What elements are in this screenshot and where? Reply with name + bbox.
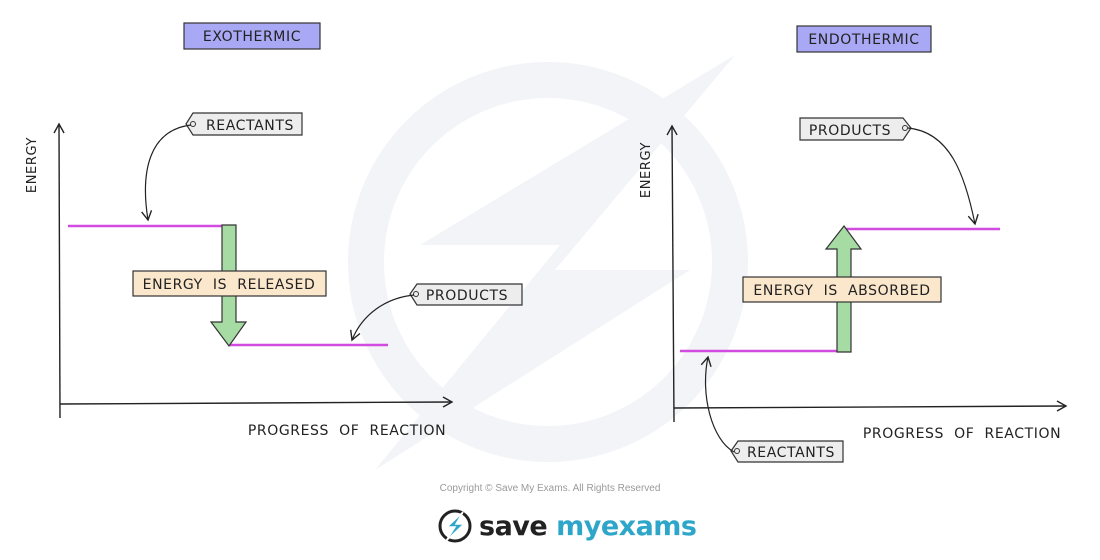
lightning-bolt-logo-icon <box>438 509 472 543</box>
endothermic-title-box <box>796 25 932 53</box>
exothermic-title-box <box>183 22 321 50</box>
brand-wordmark: save myexams <box>479 511 697 542</box>
endothermic-x-axis <box>673 400 1068 412</box>
endothermic-x-axis-label: PROGRESS OF REACTION <box>863 426 1061 442</box>
exothermic-products-label: PRODUCTS <box>426 288 508 304</box>
endothermic-title: ENDOTHERMIC <box>808 32 919 48</box>
brand-part-save: save <box>479 510 548 542</box>
exothermic-x-axis <box>59 396 454 408</box>
endothermic-products-pointer <box>907 127 979 226</box>
exothermic-diagram: EXOTHERMIC ENERGY PROGRESS OF REACTION E… <box>25 22 523 439</box>
endothermic-diagram: ENDOTHERMIC ENERGY PROGRESS OF REACTION … <box>639 25 1068 463</box>
brand-part-exams: exams <box>600 510 697 542</box>
exothermic-products-pointer <box>350 294 415 342</box>
watermark-icon <box>348 55 748 470</box>
endothermic-energy-box <box>742 276 942 303</box>
endothermic-y-axis-label: ENERGY <box>639 142 654 198</box>
exothermic-y-axis-label: ENERGY <box>25 137 40 193</box>
exothermic-energy-box <box>132 270 327 297</box>
exothermic-y-axis <box>53 122 65 419</box>
exothermic-reactants-pointer <box>141 124 192 222</box>
exothermic-energy-text: ENERGY IS RELEASED <box>143 277 316 293</box>
exothermic-reactants-tag <box>185 112 303 136</box>
endothermic-reactants-tag <box>730 440 844 463</box>
copyright-notice: Copyright © Save My Exams. All Rights Re… <box>439 483 661 494</box>
exothermic-products-tag <box>409 283 523 306</box>
endothermic-energy-text: ENERGY IS ABSORBED <box>753 283 930 299</box>
endothermic-y-axis <box>666 124 678 423</box>
brand-part-my: my <box>556 510 601 542</box>
brand-logo: save myexams <box>437 506 697 546</box>
exothermic-reactants-label: REACTANTS <box>206 118 294 134</box>
exothermic-x-axis-label: PROGRESS OF REACTION <box>248 423 446 439</box>
endothermic-products-tag <box>799 117 912 141</box>
endothermic-products-label: PRODUCTS <box>809 123 891 139</box>
exothermic-title: EXOTHERMIC <box>203 29 301 45</box>
endothermic-reactants-pointer <box>700 355 735 453</box>
endothermic-reactants-label: REACTANTS <box>747 445 835 461</box>
